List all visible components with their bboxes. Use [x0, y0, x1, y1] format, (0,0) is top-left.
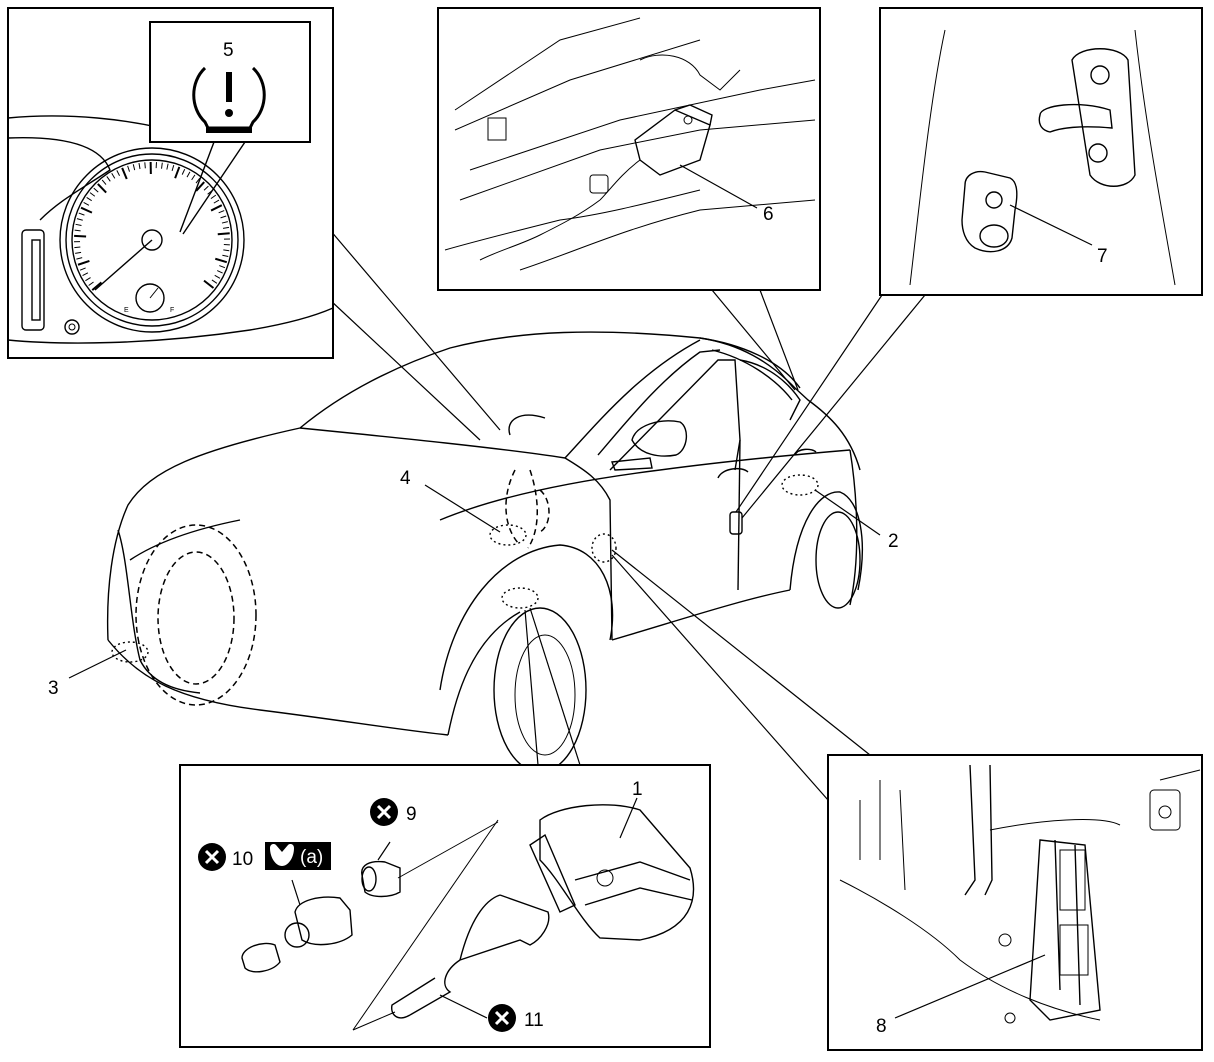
panel-door-switch: 7 — [735, 7, 1203, 519]
marker-8 — [591, 533, 617, 563]
gauge-tick — [210, 204, 223, 212]
marker-2 — [781, 474, 819, 496]
gauge-tick — [195, 177, 201, 184]
gauge-tick — [213, 199, 220, 204]
gauge-tick — [86, 196, 92, 202]
gauge-tick — [214, 274, 221, 279]
tire-pressure-warning-icon — [192, 66, 266, 133]
gauge-tick — [91, 281, 103, 291]
gauge-tick — [85, 277, 91, 282]
gauge-tick — [181, 168, 186, 175]
gauge-full-mark: F — [170, 307, 174, 314]
gauge-tick — [221, 221, 228, 224]
gauge-tick — [191, 174, 196, 181]
gauge-tick — [80, 206, 93, 214]
callout-10: 10 — [232, 849, 253, 870]
gauge-tick — [195, 181, 205, 192]
callout-9: 9 — [406, 804, 417, 825]
gauge-tick — [78, 212, 85, 216]
gauge-tick — [222, 226, 230, 229]
gauge-tick — [132, 164, 136, 171]
callout-2: 2 — [888, 531, 899, 552]
torque-tag-label: (a) — [300, 847, 323, 868]
panel-tpms-sensor-parts: 1 9 10 (a) — [179, 607, 711, 1048]
wrench-icon — [270, 844, 294, 866]
panel-receiver: 6 — [437, 7, 821, 391]
gauge-tick — [144, 162, 146, 169]
location-markers — [111, 474, 819, 663]
gauge-tick — [220, 215, 227, 219]
gauge-tick — [216, 270, 223, 274]
callout-8: 8 — [876, 1016, 887, 1037]
gauge-tick — [174, 166, 181, 179]
callout-7: 7 — [1097, 246, 1108, 267]
gauge-tick — [186, 171, 191, 178]
car-leader-lines — [68, 484, 881, 679]
gauge-ticks — [74, 161, 231, 291]
gauge-tick — [79, 267, 86, 271]
callout-3: 3 — [48, 678, 59, 699]
gauge-tick — [97, 183, 107, 194]
x-circle-icon — [370, 798, 398, 826]
panel-instrument-cluster: E F 5 — [7, 7, 501, 441]
car-body — [106, 331, 863, 773]
panel-controller: 8 — [611, 549, 1203, 1051]
gauge-tick — [76, 257, 83, 260]
callout-4: 4 — [400, 468, 411, 489]
gauge-tick — [74, 234, 87, 238]
gauge-tick — [89, 192, 96, 197]
callout-1: 1 — [632, 779, 643, 800]
gauge-tick — [121, 167, 128, 180]
gauge-tick — [93, 187, 99, 193]
gauge-empty-mark: E — [124, 307, 129, 314]
marker-3 — [111, 641, 149, 663]
gauge-tick — [106, 176, 111, 182]
gauge-tick — [217, 232, 230, 236]
gauge-tick — [223, 249, 230, 252]
gauge-tick — [75, 251, 82, 254]
marker-1 — [501, 587, 539, 609]
x-circle-icon — [198, 843, 226, 871]
gauge-tick — [83, 201, 90, 206]
gauge-tick — [203, 185, 209, 191]
callout-5: 5 — [223, 40, 234, 61]
gauge-tick — [211, 279, 218, 284]
x-circle-icon — [488, 1004, 516, 1032]
gauge-tick — [127, 165, 130, 172]
gauge-tick — [203, 279, 215, 289]
gauge-tick — [161, 162, 163, 169]
gauge-tick — [111, 172, 116, 179]
gauge-tick — [74, 246, 81, 249]
gauge-tick — [77, 259, 90, 266]
gauge-tick — [210, 194, 217, 200]
callout-6: 6 — [763, 204, 774, 225]
gauge-tick — [138, 163, 141, 170]
gauge-tick — [214, 257, 228, 264]
gauge-tick — [171, 164, 175, 171]
gauge-tick — [74, 229, 81, 232]
gauge-tick — [88, 281, 94, 286]
gauge-tick — [222, 254, 229, 257]
gauge-tick — [82, 272, 89, 276]
gauge-tick — [75, 223, 82, 227]
gauge-tick — [101, 179, 107, 185]
gauge-tick — [218, 210, 225, 214]
gauge-tick — [76, 218, 83, 221]
marker-4 — [489, 524, 527, 546]
gauge-tick — [166, 163, 169, 170]
gauge-tick — [219, 265, 226, 269]
callout-11: 11 — [524, 1010, 544, 1031]
gauge-tick — [116, 170, 120, 176]
